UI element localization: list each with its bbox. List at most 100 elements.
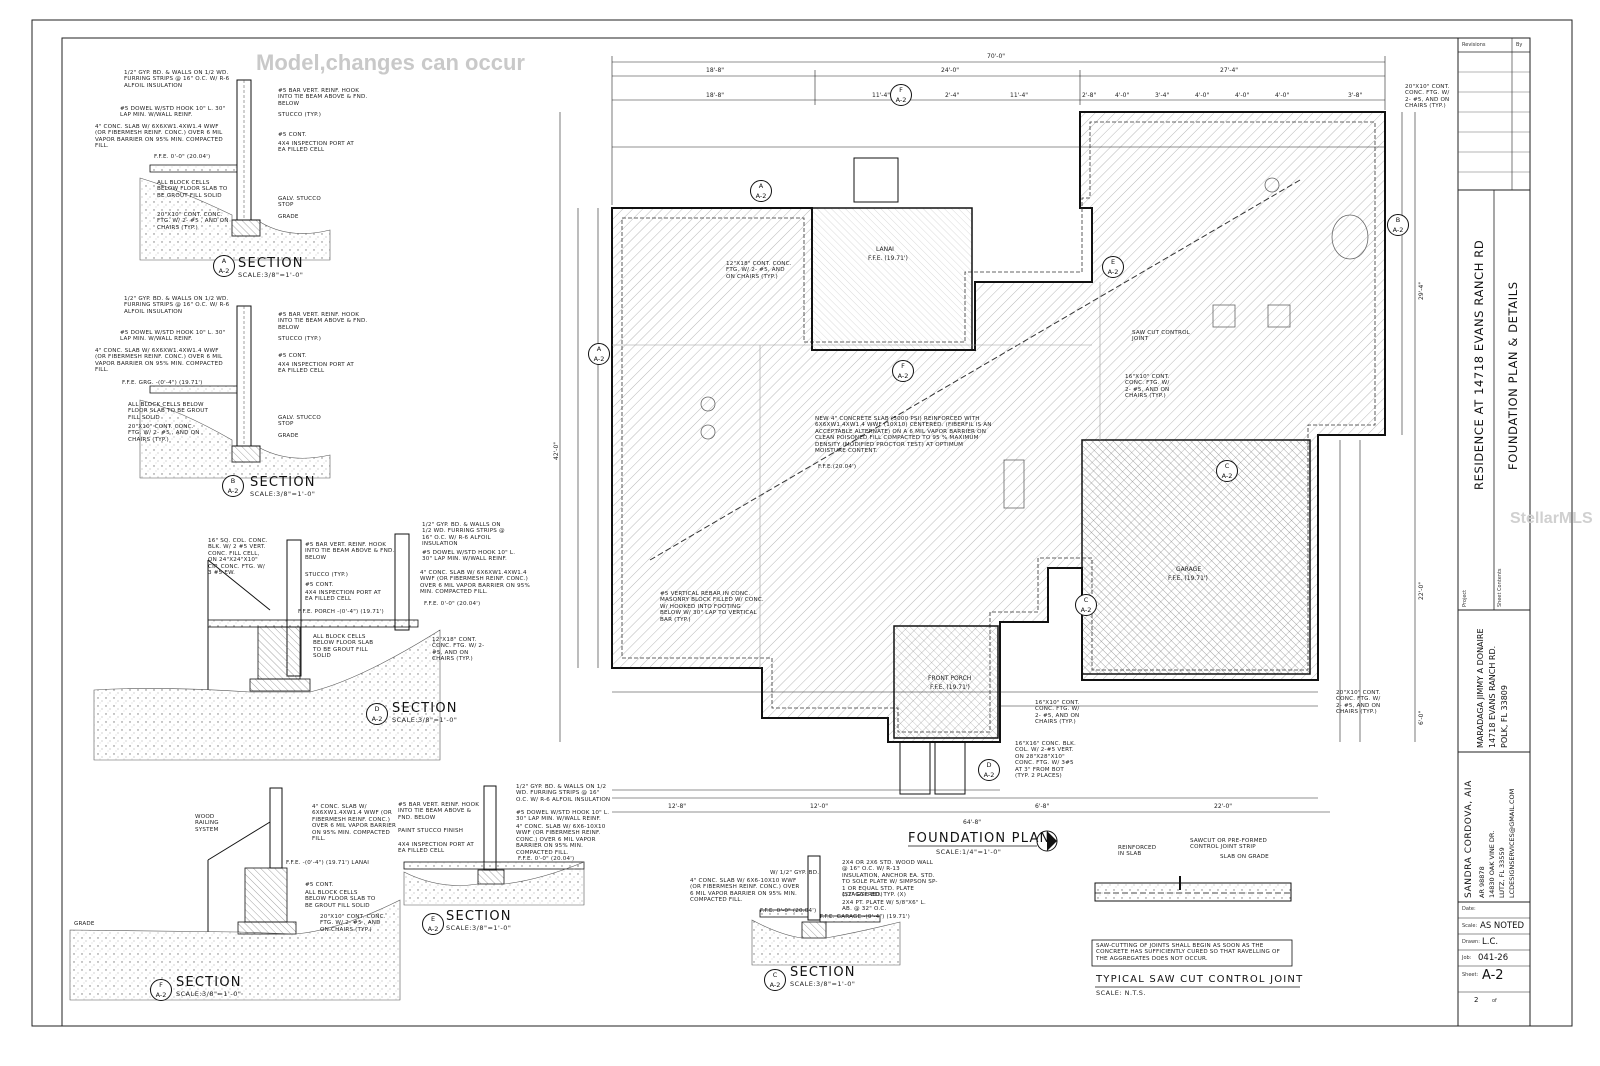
drawn-label: Drawn: — [1462, 939, 1480, 945]
section-b-note-2: #5 DOWEL W/STD HOOK 10" L. 30" LAP MIN. … — [120, 330, 226, 343]
section-b-title: SECTION — [250, 475, 316, 490]
revisions-label: Revisions — [1462, 42, 1486, 48]
saw-cut-scale: SCALE: N.T.S. — [1096, 989, 1146, 997]
scale-label: Scale: — [1462, 923, 1478, 929]
section-a-note-5: ALL BLOCK CELLS BELOW FLOOR SLAB TO BE G… — [157, 180, 228, 199]
rebar-note: #5 VERTICAL REBAR IN CONC. MASONRY BLOCK… — [660, 591, 764, 623]
section-f-note-2: 4" CONC. SLAB W/ 6x6xW1.4xW1.4 WWF (OR F… — [312, 804, 397, 843]
right-dim-2: 22'-0" — [1418, 581, 1425, 600]
title-block-lines — [1457, 37, 1531, 1027]
section-c-note-1: W/ 1/2" GYP. BD. — [770, 870, 820, 876]
stellar-mls-mark: StellarMLS — [1510, 510, 1593, 527]
saw-cut-detail-linework — [1091, 876, 1300, 988]
section-d-note-12: 12"x18" CONT. CONC. FTG. W/ 2- #5, AND O… — [432, 637, 485, 663]
section-c-note-2: 4" CONC. SLAB W/ 6x6-10x10 WWF (OR FIBER… — [690, 878, 800, 904]
section-a-note-6: 20"x10" CONT. CONC. FTG. W/ 2- #5 , AND … — [157, 212, 229, 231]
bottom-dim-4: 22'-0" — [1214, 803, 1233, 810]
top-dim-2: 24'-0" — [941, 67, 960, 74]
section-b-note-9: #5 CONT. — [278, 353, 307, 359]
saw-cut-note: SAW-CUTTING OF JOINTS SHALL BEGIN AS SOO… — [1096, 943, 1281, 962]
section-a-note-10: 4x4 INSPECTION PORT AT EA FILLED CELL — [278, 141, 355, 154]
row-dim-6: 4'-0" — [1115, 92, 1130, 99]
section-b-note-8: STUCCO (TYP.) — [278, 336, 322, 342]
section-a-note-4: F.F.E. 0'-0" (20.04') — [154, 154, 211, 160]
saw-cut-label: SAW CUT CONTROL JOINT — [1132, 330, 1190, 343]
section-e-note-3: 4x4 INSPECTION PORT AT EA FILLED CELL — [398, 842, 475, 855]
section-f-note-1: WOOD RAILING SYSTEM — [195, 814, 219, 833]
job-value: 041-26 — [1478, 953, 1509, 963]
section-e-note-6: 4" CONC. SLAB W/ 6x6-10x10 WWF (OR FIBER… — [516, 824, 606, 856]
section-e-title: SECTION — [446, 909, 512, 924]
architect-line-3: 14830 OAK VINE DR. — [1488, 830, 1496, 898]
row-dim-11: 3'-8" — [1348, 92, 1363, 99]
sheet-contents-label: Sheet Contents — [1497, 568, 1503, 607]
owner-line-2: 14718 EVANS RANCH RD. — [1488, 645, 1497, 748]
section-d-note-8: 1/2" GYP. BD. & WALLS ON 1/2 WD. FURRING… — [422, 522, 505, 548]
section-c-linework — [751, 855, 901, 966]
section-d-note-3: STUCCO (TYP.) — [305, 572, 349, 578]
section-c-note-3: F.F.E. 0'-0" (20.04') — [760, 908, 817, 914]
section-a-note-3: 4" CONC. SLAB W/ 6x6xW1.4xW1.4 WWF (OR F… — [95, 124, 223, 150]
section-e-linework — [403, 785, 585, 906]
section-d-note-2: #5 BAR VERT. REINF. HOOK INTO TIE BEAM A… — [305, 542, 395, 561]
section-a-note-9: #5 CONT. — [278, 132, 307, 138]
date-label: Date: — [1462, 906, 1476, 912]
section-f-note-4: #5 CONT. — [305, 882, 334, 888]
by-label: By — [1516, 42, 1523, 48]
saw-cut-title: TYPICAL SAW CUT CONTROL JOINT — [1096, 974, 1304, 985]
section-d-note-7: ALL BLOCK CELLS BELOW FLOOR SLAB TO BE G… — [313, 634, 374, 660]
section-b-note-11: GALV. STUCCO STOP — [278, 415, 321, 428]
porch-label: FRONT PORCH — [928, 675, 972, 682]
watermark-text: Model,changes can occur — [256, 50, 525, 75]
project-title: RESIDENCE AT 14718 EVANS RANCH RD — [1472, 239, 1486, 490]
row-dim-7: 3'-4" — [1155, 92, 1170, 99]
section-f-note-6: 20"x10" CONT. CONC. FTG. W/ 2- #5 , AND … — [320, 914, 386, 933]
section-c-note-5: 1/2" GYP. BD. TYP. (X) — [842, 892, 907, 898]
section-b-note-5: ALL BLOCK CELLS BELOW FLOOR SLAB TO BE G… — [128, 402, 209, 421]
section-a-note-12: GRADE — [278, 214, 299, 220]
section-a-note-11: GALV. STUCCO STOP — [278, 196, 321, 209]
architect-line-4: LUTZ, FL 33559 — [1498, 847, 1506, 898]
sheet-title: FOUNDATION PLAN & DETAILS — [1506, 281, 1520, 470]
section-e-note-5: #5 DOWEL W/STD HOOK 10" L. 30" LAP MIN. … — [516, 810, 610, 823]
footing-note-5: 20"x10" CONT. CONC. FTG. W/ 2- #5, AND O… — [1336, 690, 1381, 716]
section-e-note-4: 1/2" GYP. BD. & WALLS ON 1/2 WD. FURRING… — [516, 784, 611, 803]
section-d-note-6: F.F.E. PORCH -(0'-4") (19.71') — [298, 609, 384, 615]
section-c-title: SECTION — [790, 965, 856, 980]
section-b-note-10: 4x4 INSPECTION PORT AT EA FILLED CELL — [278, 362, 355, 375]
section-c-note-7: F.F.E. GARAGE -(0'-4") (19.71') — [820, 914, 911, 920]
garage-label: GARAGE — [1176, 566, 1202, 573]
section-e-note-1: #5 BAR VERT. REINF. HOOK INTO TIE BEAM A… — [398, 802, 480, 821]
section-d-note-10: 4" CONC. SLAB W/ 6x6xW1.4xW1.4 WWF (OR F… — [420, 570, 531, 596]
footing-note-4: 16"x10" CONT. CONC. FTG. W/ 2- #5, AND O… — [1035, 700, 1080, 726]
saw-cut-label-3: SLAB ON GRADE — [1220, 854, 1269, 860]
garage-ffe: F.F.E. (19.71') — [1168, 575, 1208, 582]
footing-note-1: 12"x18" CONT. CONC. FTG. W/ 2- #5, AND O… — [726, 261, 792, 280]
section-f-scale: SCALE:3/8"=1'-0" — [176, 990, 242, 998]
foundation-plan-title: FOUNDATION PLAN — [908, 831, 1051, 846]
sheet-of: of — [1492, 998, 1497, 1004]
section-a-note-8: STUCCO (TYP.) — [278, 112, 322, 118]
section-e-note-2: PAINT STUCCO FINISH — [398, 828, 464, 834]
project-label: Project — [1462, 589, 1468, 607]
section-c-note-4: 2x4 OR 2x6 STD. WOOD WALL @ 16" O.C. W/ … — [842, 860, 938, 899]
right-dim-1: 29'-4" — [1418, 281, 1425, 300]
top-dim-3: 27'-4" — [1220, 67, 1239, 74]
lanai-ffe: F.F.E. (19.71') — [868, 255, 908, 262]
section-a-linework — [139, 79, 331, 261]
section-a-note-7: #5 BAR VERT. REINF. HOOK INTO TIE BEAM A… — [278, 88, 368, 107]
sheet-value: A-2 — [1482, 968, 1504, 983]
slab-ffe: F.F.E.(20.04') — [818, 464, 857, 470]
row-dim-1: 18'-8" — [706, 92, 725, 99]
saw-cut-label-1: REINFORCED IN SLAB — [1118, 845, 1157, 858]
section-f-linework — [69, 787, 401, 1001]
section-a-note-2: #5 DOWEL W/STD HOOK 10" L. 30" LAP MIN. … — [120, 106, 226, 119]
